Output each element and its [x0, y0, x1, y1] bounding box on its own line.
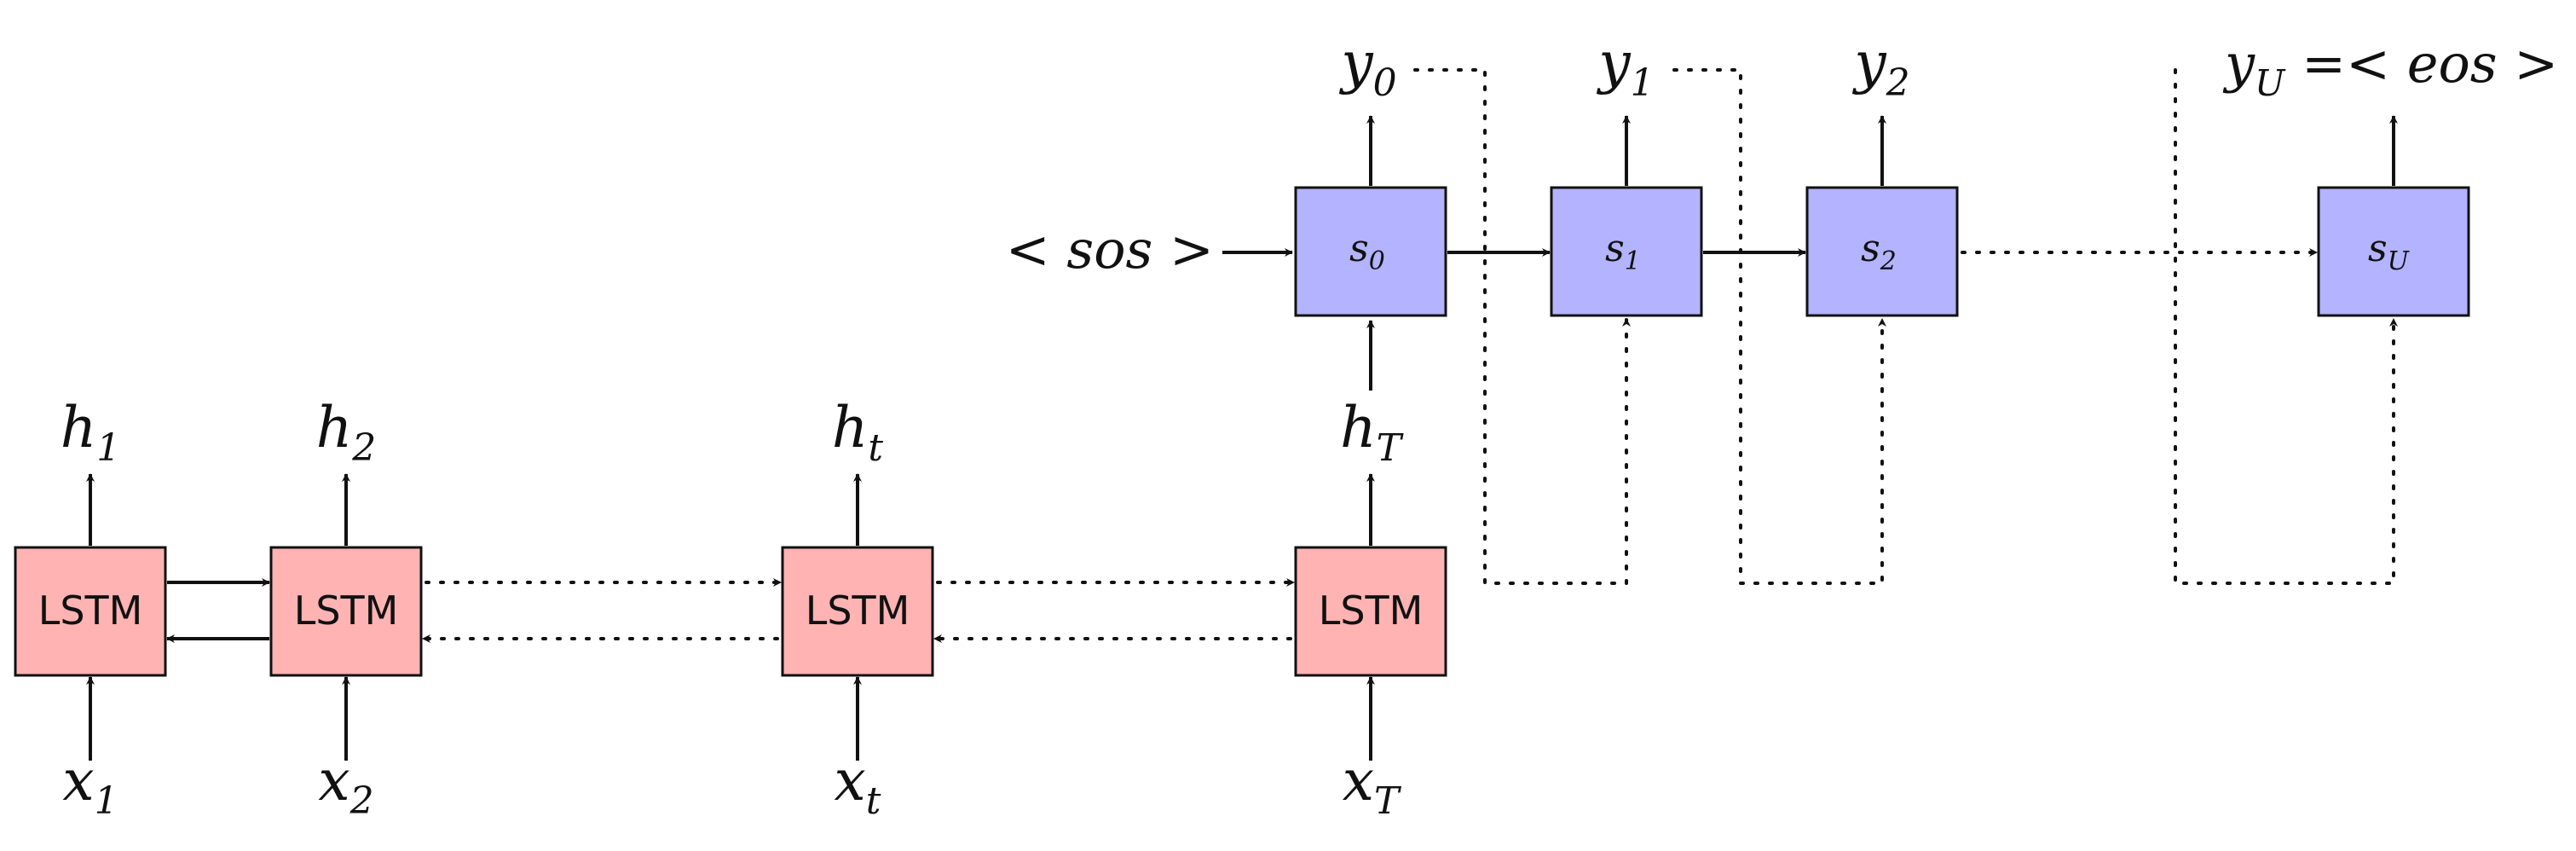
decoder-cell-1: s1 y1 — [1550, 30, 1703, 317]
lstm-box-1 — [14, 546, 167, 677]
lstm-box-t — [781, 546, 934, 677]
encoder: LSTM x1 h1 LSTM x2 h2 LSTM xt ht LS — [14, 320, 1447, 823]
encoder-cell-2: LSTM x2 h2 — [269, 395, 423, 823]
state-box-s1 — [1550, 186, 1703, 317]
output-label-y1: y1 — [1596, 30, 1654, 105]
feedback-to-sU — [2174, 68, 2398, 585]
encoder-cell-T: LSTM xT hT — [1294, 320, 1447, 823]
lstm-label-T: LSTM — [1319, 588, 1424, 634]
state-box-s2 — [1805, 186, 1959, 317]
state-label-sU: sU — [2368, 227, 2411, 276]
state-label-s0: s0 — [1349, 227, 1385, 276]
output-label-ht: ht — [832, 395, 884, 470]
state-label-s1: s1 — [1605, 227, 1641, 276]
decoder-cell-2: s2 y2 — [1805, 30, 1959, 317]
decoder-cell-0: s0 y0 — [1294, 30, 1447, 317]
output-label-hT: hT — [1340, 395, 1405, 470]
output-label-y2: y2 — [1851, 30, 1909, 105]
lstm-box-T — [1294, 546, 1447, 677]
lstm-label-1: LSTM — [38, 588, 143, 634]
input-label-xT: xT — [1343, 748, 1402, 823]
decoder-cell-U: sU yU =< eos > — [2222, 32, 2558, 317]
output-label-y0: y0 — [1338, 30, 1396, 105]
decoder: < sos > s0 y0 s1 y1 s2 y2 sU yU — [1006, 30, 2558, 585]
sos-token-label: < sos > — [1006, 218, 1214, 281]
feedback-y1-to-s2 — [1672, 68, 1886, 585]
output-label-h2: h2 — [316, 395, 377, 470]
encoder-cell-t: LSTM xt ht — [781, 395, 934, 823]
feedback-y0-to-s1 — [1413, 68, 1631, 585]
input-label-xt: xt — [835, 748, 881, 823]
state-label-s2: s2 — [1861, 227, 1897, 276]
lstm-label-t: LSTM — [806, 588, 910, 634]
lstm-label-2: LSTM — [294, 588, 399, 634]
state-box-s0 — [1294, 186, 1447, 317]
output-label-h1: h1 — [61, 395, 121, 470]
encoder-cell-1: LSTM x1 h1 — [14, 395, 167, 823]
state-box-sU — [2317, 186, 2470, 317]
output-label-yU-eos: yU =< eos > — [2222, 32, 2558, 104]
lstm-box-2 — [269, 546, 423, 677]
